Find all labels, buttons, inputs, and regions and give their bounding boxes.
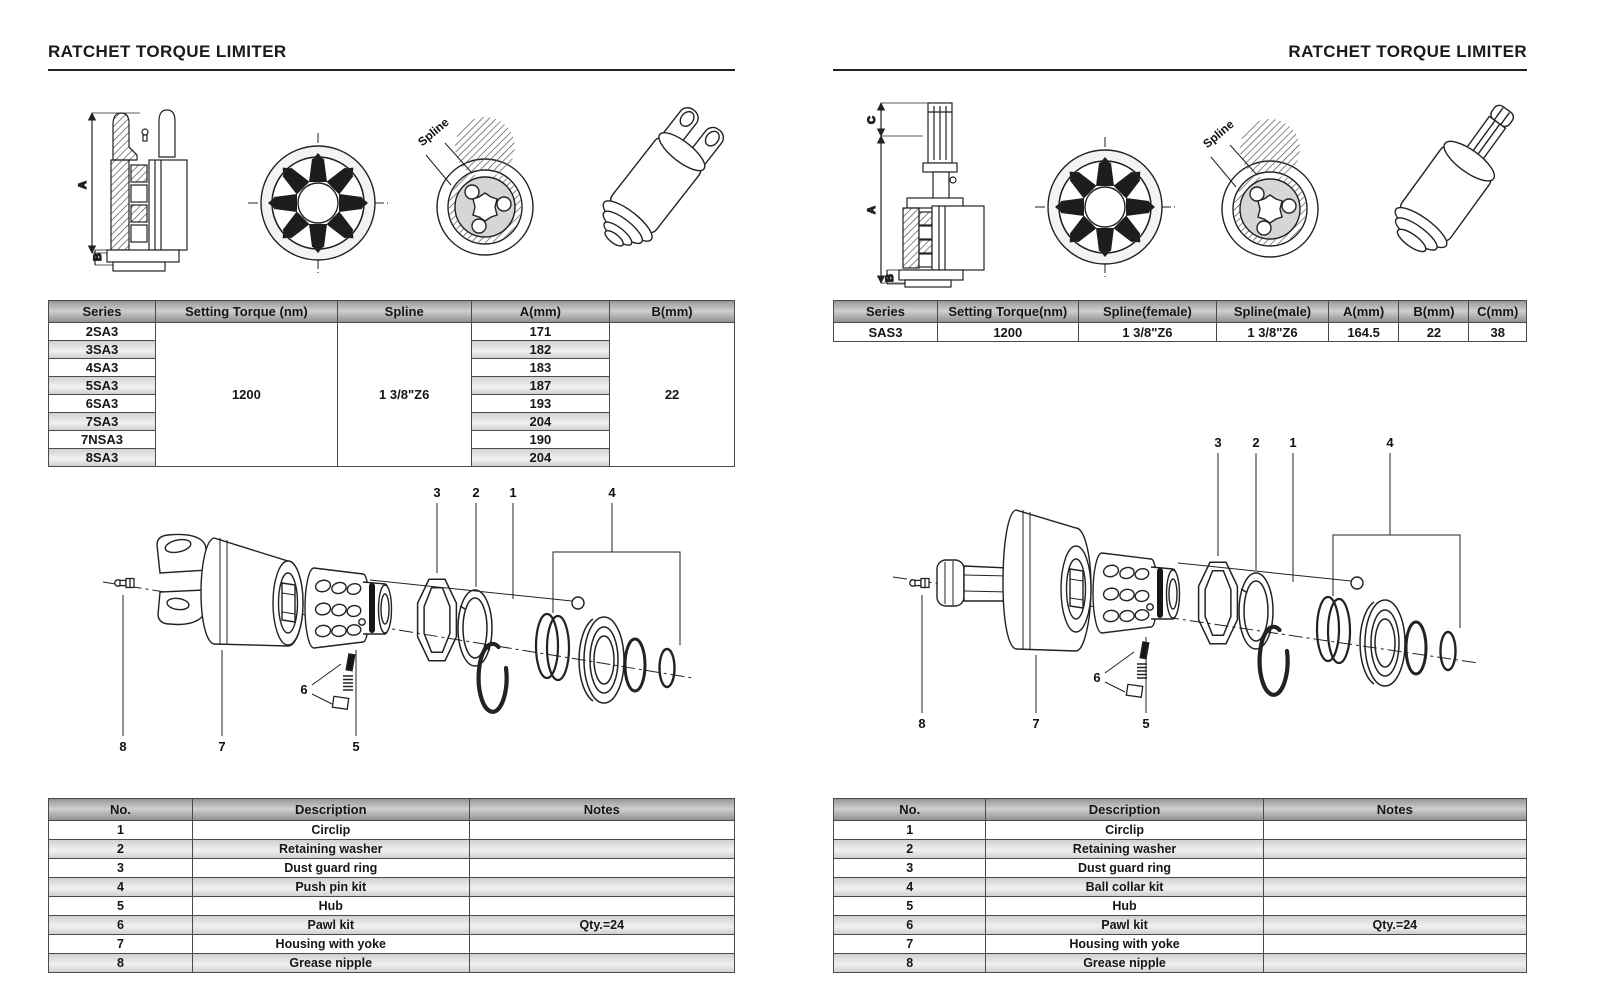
- spec-header-row: Series Setting Torque (nm) Spline A(mm) …: [47, 300, 735, 323]
- callout-8: 8: [119, 739, 126, 754]
- right-technical-drawings: C A: [865, 102, 1515, 288]
- pawl-kit-part: [1125, 641, 1150, 699]
- spec-table: Series Setting Torque (nm) Spline A(mm) …: [47, 300, 735, 467]
- callout-3: 3: [1214, 435, 1221, 450]
- callout-6: 6: [1093, 670, 1100, 685]
- cross-section-drawing: C A: [865, 102, 985, 288]
- page-title: RATCHET TORQUE LIMITER: [1288, 42, 1527, 61]
- callout-5: 5: [1142, 716, 1149, 731]
- grease-nipple-part: [114, 577, 135, 589]
- grease-nipple-part: [909, 577, 930, 589]
- spec-row: 2SA3 1200 1 3/8"Z6 171 22: [47, 322, 735, 467]
- coupler-3d-drawing: [1394, 104, 1515, 253]
- housing-with-shaft-part: [936, 509, 1092, 652]
- callout-4: 4: [1386, 435, 1394, 450]
- housing-with-yoke-part: [156, 533, 304, 647]
- dim-b-label: B: [92, 253, 104, 261]
- ratchet-front-view-drawing: [1035, 137, 1175, 277]
- right-spec-table-wrap: Series Setting Torque(nm) Spline(female)…: [833, 300, 1527, 342]
- push-pin-ball-part: [571, 596, 585, 610]
- ring-set: [1199, 562, 1456, 695]
- page-title: RATCHET TORQUE LIMITER: [48, 42, 287, 61]
- parts-header-row: No. Description Notes: [47, 798, 735, 821]
- spec-header-row: Series Setting Torque(nm) Spline(female)…: [833, 300, 1527, 323]
- spline-detail-drawing: [436, 116, 534, 256]
- right-column: RATCHET TORQUE LIMITER C A: [832, 0, 1528, 1000]
- callout-2: 2: [472, 485, 479, 500]
- hub-part: [1092, 552, 1181, 634]
- right-exploded-diagram: 3 2 1 4 8 7 5 6: [892, 435, 1479, 731]
- left-spec-table-wrap: Series Setting Torque (nm) Spline A(mm) …: [47, 300, 735, 467]
- callout-2: 2: [1252, 435, 1259, 450]
- ring-set: [418, 579, 675, 712]
- cross-section-drawing: A B: [76, 109, 188, 272]
- spec-row: SAS3 1200 1 3/8"Z6 1 3/8"Z6 164.5 22 38: [833, 322, 1527, 342]
- spline-leader-lines: [425, 142, 473, 186]
- spline-leader-lines: [1210, 144, 1258, 188]
- ball-part: [1350, 576, 1364, 590]
- dim-a-label: A: [77, 181, 89, 189]
- callout-7: 7: [218, 739, 225, 754]
- dim-a-label: A: [866, 206, 878, 214]
- left-technical-drawings: A B: [76, 107, 725, 295]
- dim-b-label: B: [884, 274, 896, 282]
- left-exploded-diagram: 3 2 1 4 8 7 5 6: [102, 485, 694, 754]
- callout-3: 3: [433, 485, 440, 500]
- yoke-3d-drawing: [602, 107, 725, 247]
- callout-5: 5: [352, 739, 359, 754]
- spec-table: Series Setting Torque(nm) Spline(female)…: [833, 300, 1527, 342]
- callout-1: 1: [509, 485, 516, 500]
- callout-6: 6: [300, 682, 307, 697]
- spline-detail-drawing: [1221, 118, 1319, 258]
- pawl-kit-part: [331, 653, 356, 711]
- spline-label: Spline: [1200, 117, 1237, 151]
- callout-4: 4: [608, 485, 616, 500]
- callout-1: 1: [1289, 435, 1296, 450]
- callout-7: 7: [1032, 716, 1039, 731]
- hub-part: [304, 567, 393, 649]
- title-rule: [833, 69, 1527, 71]
- left-column: RATCHET TORQUE LIMITER A: [47, 0, 735, 1000]
- ratchet-front-view-drawing: [248, 133, 388, 273]
- parts-header-row: No. Description Notes: [832, 798, 1528, 821]
- title-rule: [48, 69, 735, 71]
- callout-8: 8: [918, 716, 925, 731]
- dim-c-label: C: [866, 116, 878, 124]
- spline-label: Spline: [415, 115, 452, 149]
